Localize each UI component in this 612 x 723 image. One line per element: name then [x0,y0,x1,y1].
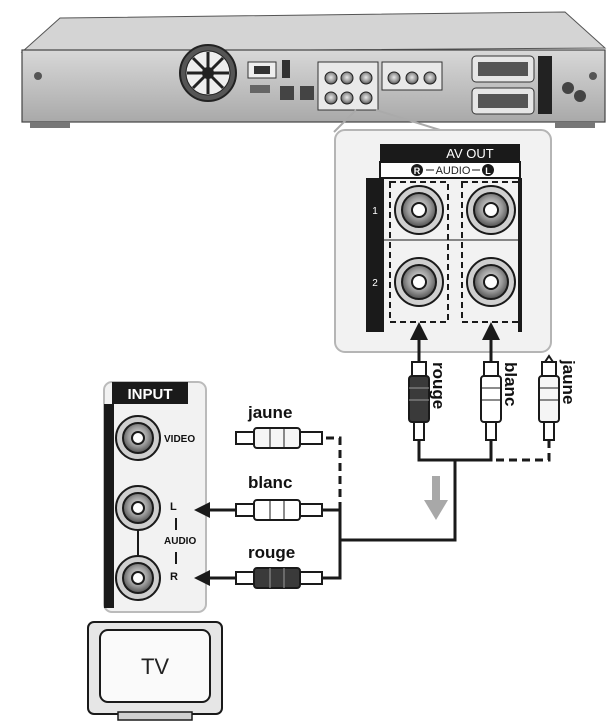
cable-label-rouge-device: rouge [429,362,448,409]
jack-l1 [466,185,516,235]
audio-group-label: AUDIO [164,536,196,547]
cable-label-blanc-device: blanc [501,362,520,406]
arrow-left-icon [194,502,210,518]
right-channel-label: R [170,571,178,583]
input-panel-title: INPUT [128,386,173,403]
antenna-icon [282,60,290,78]
recorder-device [20,11,607,128]
row-1-label: 1 [372,206,378,217]
av-out-zoom-panel: AV OUT R AUDIO L 1 2 [334,129,552,353]
tv-input-panel: INPUT VIDEO L AUDIO R [103,381,207,613]
jack-r1 [394,185,444,235]
left-channel-label: L [170,501,177,513]
plug-jaune-tv [235,427,323,449]
r-channel-icon: R [411,164,423,176]
plug-blanc-tv [194,499,323,521]
cable-label-blanc-tv: blanc [248,473,292,492]
zoom-callout-line [333,109,357,133]
svg-text:R: R [414,166,421,176]
scart-connectors [471,55,552,115]
cable-label-rouge-tv: rouge [248,543,295,562]
tv-jack-left [115,485,161,531]
tv-set-icon: TV [87,621,223,721]
jack-r2 [394,257,444,307]
l-channel-icon: L [482,164,494,176]
plug-jaune-device [538,354,560,441]
video-jack-label: VIDEO [164,434,195,445]
av-out-label: AV OUT [446,146,493,161]
plug-rouge-device [408,340,430,441]
fan-icon [179,44,237,102]
arrow-up-icon [482,322,500,340]
arrow-left-icon [194,570,210,586]
svg-text:L: L [485,166,491,176]
plug-rouge-tv [194,567,323,589]
tv-jack-video [115,415,161,461]
row-2-label: 2 [372,278,378,289]
cable-jaune-dashed [322,436,551,510]
plug-blanc-device [480,340,502,441]
jack-l2 [466,257,516,307]
l-jack-outline [461,181,521,323]
cable-wires [322,440,493,580]
tv-jack-right [115,555,161,601]
signal-direction-arrow-icon [424,476,448,520]
optical-port [280,86,294,100]
digital-port [300,86,314,100]
r-jack-outline [389,181,449,323]
arrow-up-icon [410,322,428,340]
cable-label-jaune-tv: jaune [247,403,292,422]
cable-label-jaune-device: jaune [559,359,578,404]
device-jack-cluster [317,61,443,111]
tv-label: TV [141,654,169,679]
audio-header-label: AUDIO [436,165,471,177]
